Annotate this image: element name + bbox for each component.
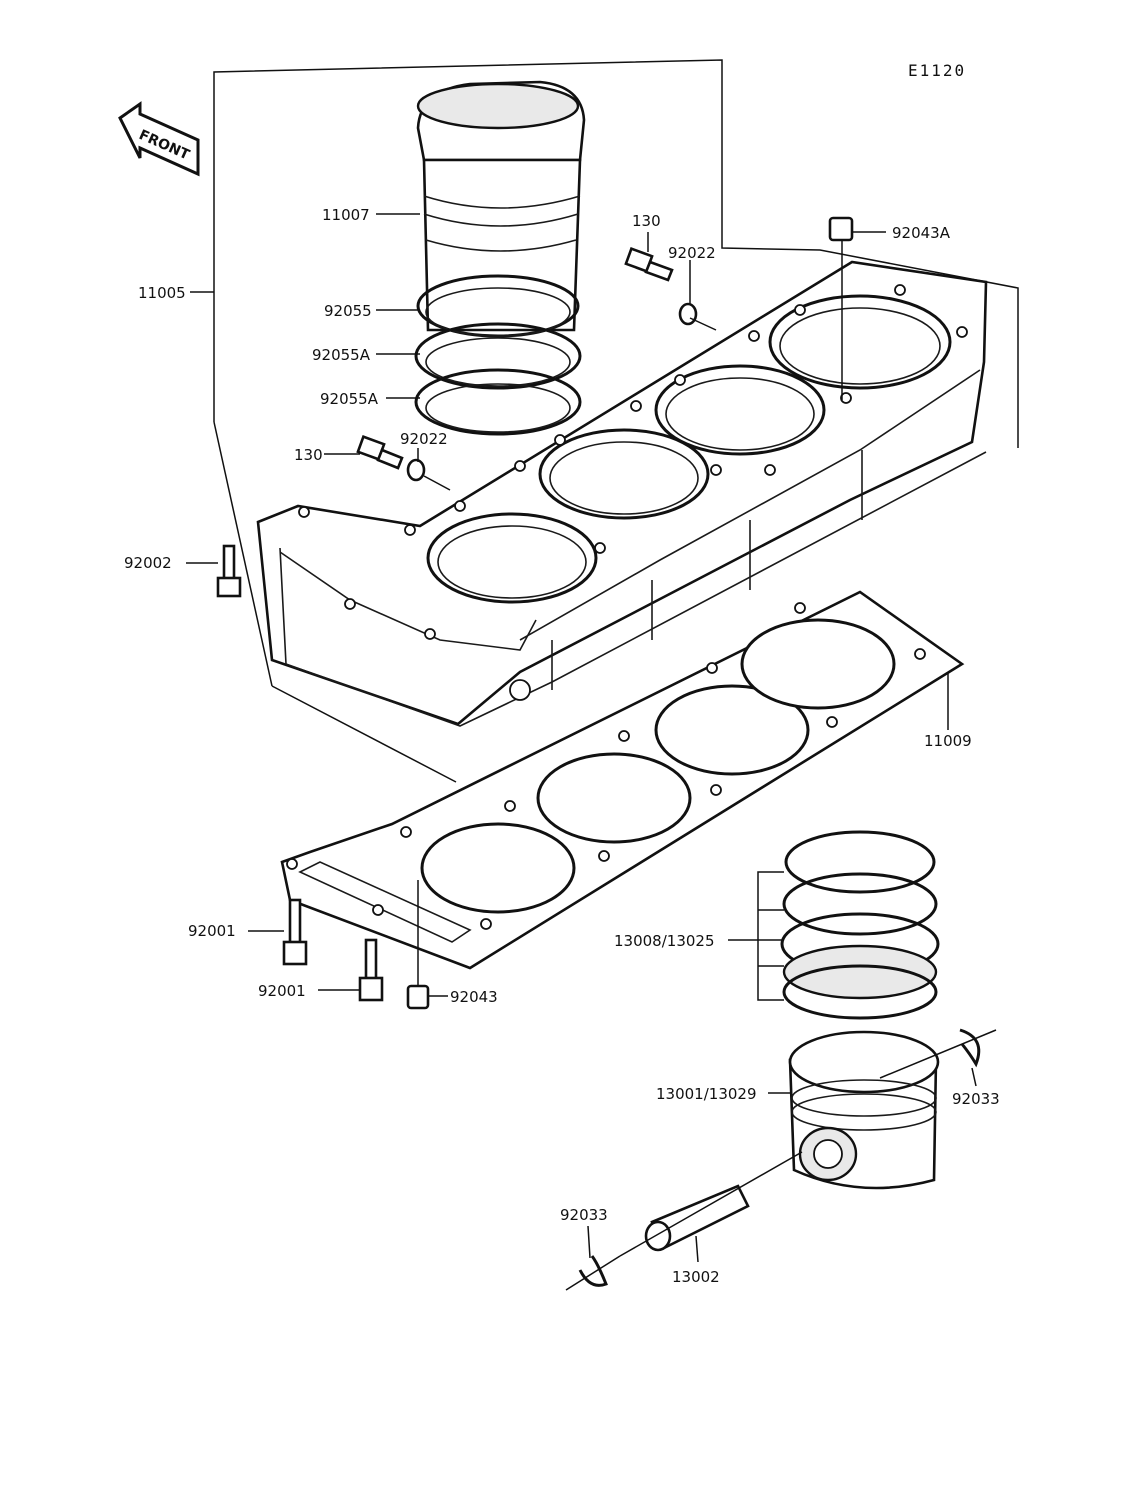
label-92033-right: 92033 [952,1090,1000,1108]
dowel-92043a-icon [828,216,854,242]
label-92043: 92043 [450,988,498,1006]
label-11007: 11007 [322,206,370,224]
front-arrow-icon: FRONT [118,101,200,177]
label-13008-13025: 13008/13025 [614,932,715,950]
label-11009: 11009 [924,732,972,750]
piston-ring-set [780,830,940,1020]
label-92055a-1: 92055A [312,346,371,364]
piston-pin [644,1184,750,1252]
label-13001-13029: 13001/13029 [656,1085,757,1103]
leader-lines [186,213,977,1263]
washer-92022-mid-icon [406,458,426,482]
bolt-130-top-icon [624,247,674,282]
label-92002: 92002 [124,554,172,572]
bolt-92001-a-icon [282,898,308,966]
bolt-92001-b-icon [358,938,384,1002]
label-11005: 11005 [138,284,186,302]
label-92001-b: 92001 [258,982,306,1000]
label-13002: 13002 [672,1268,720,1286]
label-130-top: 130 [632,212,661,230]
piston [788,1030,940,1190]
label-92033-left: 92033 [560,1206,608,1224]
cylinder-sleeve [416,80,586,332]
label-92043a: 92043A [892,224,951,242]
bracket-11005 [213,59,1019,448]
label-92055a-2: 92055A [320,390,379,408]
label-130-mid: 130 [294,446,323,464]
head-gasket [280,590,965,970]
bolt-130-mid-icon [356,435,404,470]
label-92022-top: 92022 [668,244,716,262]
diagram-code: E1120 [908,61,966,80]
label-92055: 92055 [324,302,372,320]
circlip-92033-right-icon [959,1028,981,1068]
cylinder-o-rings [414,274,582,436]
stud-92002-icon [216,544,242,598]
dowel-92043-icon [406,984,430,1010]
circlip-92033-left-icon [578,1255,608,1287]
washer-92022-top-icon [678,302,698,326]
cylinder-block [256,260,988,727]
label-92022-mid: 92022 [400,430,448,448]
label-92001-a: 92001 [188,922,236,940]
